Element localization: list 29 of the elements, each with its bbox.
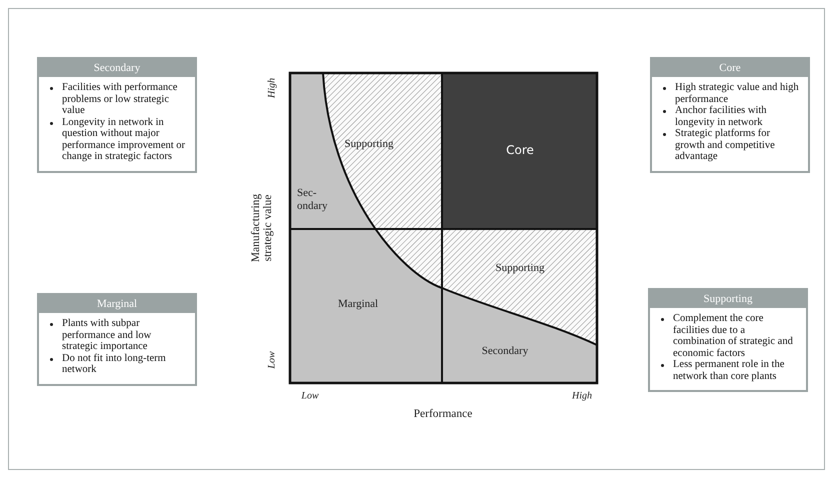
bullet-text: Complement the core facilities due to a combination of strategic and economic factors xyxy=(673,313,794,359)
bullet-text: Plants with subpar performance and low strategic importance xyxy=(62,318,152,352)
bullet-text: High strategic value and high performance xyxy=(675,82,800,105)
axis-tick-label: High xyxy=(572,390,592,402)
region-label: Marginal xyxy=(338,298,378,310)
card-heading: Secondary xyxy=(39,59,195,77)
bullet-text: Longevity in network in question without major performance improvement or change in strategic factors xyxy=(62,116,186,162)
region-label: Supporting xyxy=(344,138,394,150)
axis-title: Manufacturing strategic value xyxy=(250,192,274,264)
bullet-text: Less permanent role in the network than core plants xyxy=(673,359,786,382)
card-heading: Supporting xyxy=(650,290,806,308)
axis-tick-label: High xyxy=(266,78,278,98)
bullet-text: Strategic platforms for growth and competitive advantage xyxy=(675,128,776,162)
description-card xyxy=(37,293,197,386)
bullet-text: Do not fit into long-term network xyxy=(62,352,167,376)
description-card xyxy=(648,288,808,392)
card-heading: Marginal xyxy=(39,295,195,313)
region-label: Supporting xyxy=(496,262,544,274)
region-label: Sec- ondary xyxy=(297,187,329,213)
axis-tick-label: Low xyxy=(266,351,278,369)
region-label: Secondary xyxy=(482,345,528,357)
region-label: Core xyxy=(506,143,534,157)
card-heading: Core xyxy=(652,59,808,77)
description-card xyxy=(37,57,197,172)
axis-tick-label: Low xyxy=(301,390,319,402)
axis-title: Performance xyxy=(414,408,472,420)
bullet-text: Anchor facilities with longevity in network xyxy=(675,105,768,128)
bullet-text: Facilities with performance problems or low strategic value xyxy=(62,82,178,116)
description-card xyxy=(650,57,810,172)
